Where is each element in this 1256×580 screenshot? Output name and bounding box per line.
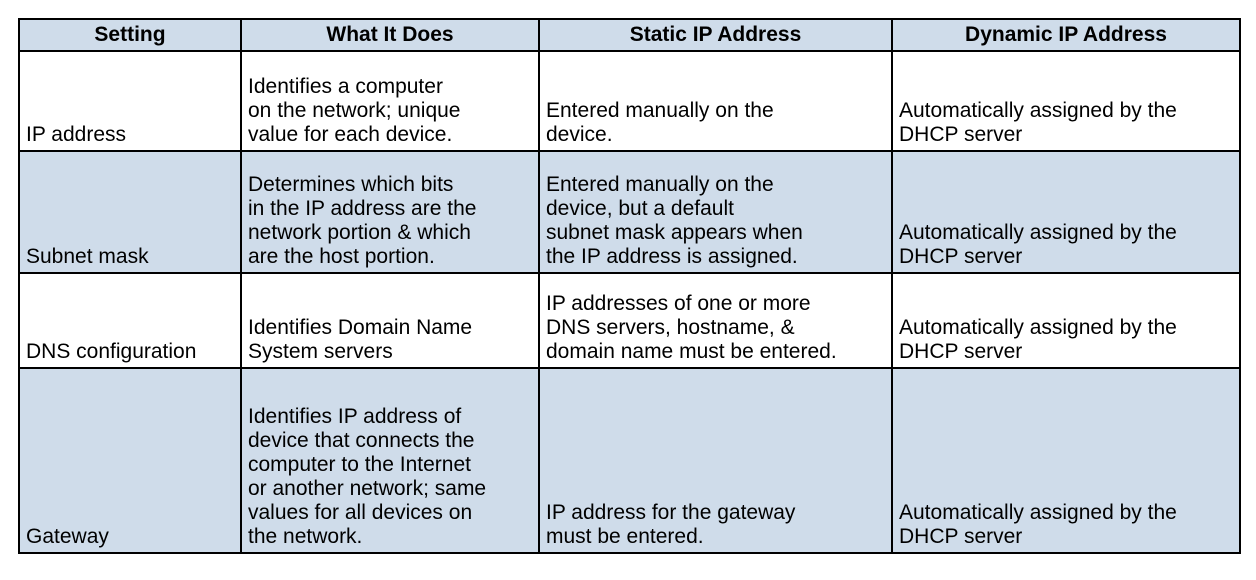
cell-line: DNS servers, hostname, & xyxy=(546,316,795,339)
cell-line: Identifies a computer xyxy=(248,75,443,98)
cell-line: DHCP server xyxy=(899,340,1023,363)
header-static-ip: Static IP Address xyxy=(538,18,893,52)
what-it-does-cell: Identifies Domain Name System servers xyxy=(240,272,540,369)
static-ip-cell: Entered manually on the device, but a de… xyxy=(538,150,893,274)
setting-name: IP address xyxy=(26,123,127,146)
static-ip-cell: IP address for the gateway must be enter… xyxy=(538,367,893,554)
cell-line: must be entered. xyxy=(546,525,704,548)
cell-line: Automatically assigned by the xyxy=(899,99,1177,122)
what-it-does-cell: Identifies IP address of device that con… xyxy=(240,367,540,554)
cell-line: are the host portion. xyxy=(248,245,435,268)
cell-line: IP address for the gateway xyxy=(546,501,796,524)
cell-line: network portion & which xyxy=(248,221,471,244)
table-row: Subnet mask Determines which bits in the… xyxy=(18,150,1241,274)
cell-line: in the IP address are the xyxy=(248,197,477,220)
cell-line: Automatically assigned by the xyxy=(899,221,1177,244)
setting-cell: Subnet mask xyxy=(18,150,242,274)
cell-line: DHCP server xyxy=(899,245,1023,268)
header-what-it-does: What It Does xyxy=(240,18,540,52)
header-row: Setting What It Does Static IP Address D… xyxy=(18,18,1241,52)
dynamic-ip-cell: Automatically assigned by the DHCP serve… xyxy=(891,150,1241,274)
header-dynamic-ip: Dynamic IP Address xyxy=(891,18,1241,52)
cell-line: Automatically assigned by the xyxy=(899,316,1177,339)
header-setting: Setting xyxy=(18,18,242,52)
cell-line: Automatically assigned by the xyxy=(899,501,1177,524)
what-it-does-cell: Determines which bits in the IP address … xyxy=(240,150,540,274)
cell-line: value for each device. xyxy=(248,123,453,146)
ip-settings-table-container: Setting What It Does Static IP Address D… xyxy=(18,18,1241,554)
cell-line: IP addresses of one or more xyxy=(546,292,811,315)
cell-line: domain name must be entered. xyxy=(546,340,837,363)
ip-settings-table: Setting What It Does Static IP Address D… xyxy=(18,18,1241,554)
cell-line: device that connects the xyxy=(248,429,475,452)
setting-cell: DNS configuration xyxy=(18,272,242,369)
dynamic-ip-cell: Automatically assigned by the DHCP serve… xyxy=(891,272,1241,369)
cell-line: Identifies Domain Name xyxy=(248,316,473,339)
static-ip-cell: Entered manually on the device. xyxy=(538,50,893,152)
cell-line: DHCP server xyxy=(899,525,1023,548)
table-row: Gateway Identifies IP address of device … xyxy=(18,367,1241,554)
cell-line: System servers xyxy=(248,340,393,363)
setting-cell: Gateway xyxy=(18,367,242,554)
cell-line: Entered manually on the xyxy=(546,99,774,122)
dynamic-ip-cell: Automatically assigned by the DHCP serve… xyxy=(891,367,1241,554)
cell-line: device. xyxy=(546,123,613,146)
cell-line: the network. xyxy=(248,525,363,548)
static-ip-cell: IP addresses of one or more DNS servers,… xyxy=(538,272,893,369)
setting-name: DNS configuration xyxy=(26,340,197,363)
cell-line: DHCP server xyxy=(899,123,1023,146)
cell-line: on the network; unique xyxy=(248,99,461,122)
dynamic-ip-cell: Automatically assigned by the DHCP serve… xyxy=(891,50,1241,152)
cell-line: or another network; same xyxy=(248,477,487,500)
cell-line: values for all devices on xyxy=(248,501,473,524)
table-row: DNS configuration Identifies Domain Name… xyxy=(18,272,1241,369)
cell-line: Determines which bits xyxy=(248,173,454,196)
cell-line: subnet mask appears when xyxy=(546,221,803,244)
setting-cell: IP address xyxy=(18,50,242,152)
cell-line: Entered manually on the xyxy=(546,173,774,196)
cell-line: Identifies IP address of xyxy=(248,405,462,428)
setting-name: Gateway xyxy=(26,525,109,548)
table-row: IP address Identifies a computer on the … xyxy=(18,50,1241,152)
cell-line: computer to the Internet xyxy=(248,453,471,476)
setting-name: Subnet mask xyxy=(26,245,149,268)
what-it-does-cell: Identifies a computer on the network; un… xyxy=(240,50,540,152)
cell-line: the IP address is assigned. xyxy=(546,245,798,268)
cell-line: device, but a default xyxy=(546,197,734,220)
